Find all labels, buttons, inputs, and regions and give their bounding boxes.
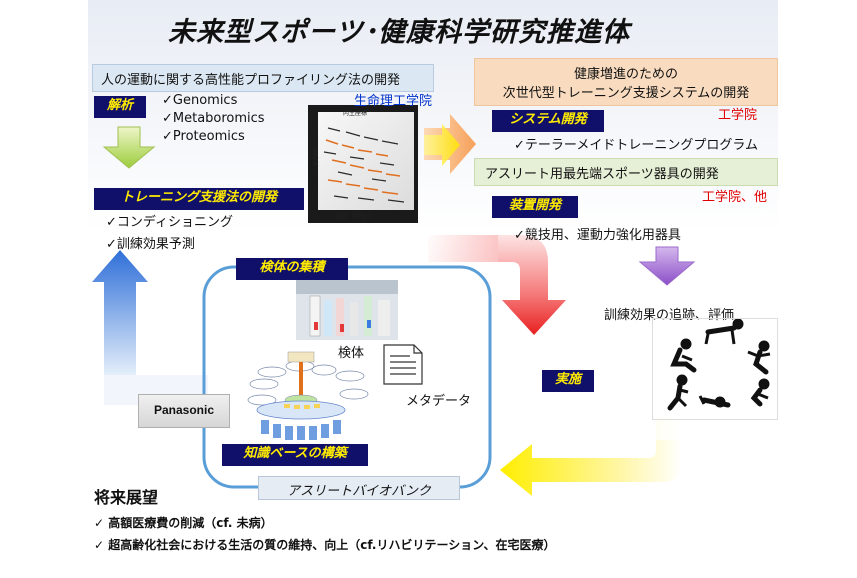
omics-list: ✓Genomics ✓Metaboromics ✓Proteomics: [162, 92, 265, 146]
omics-item-metaboromics: ✓Metaboromics: [162, 111, 265, 126]
biobank-label: アスリートバイオバンク: [287, 484, 431, 499]
kogakuin-label: 工学院: [718, 108, 758, 123]
panasonic-logo-box: Panasonic: [138, 394, 230, 428]
biobank-label-box: アスリートバイオバンク: [258, 476, 460, 500]
training-support-badge: トレーニング支援法の開発: [94, 188, 304, 210]
training-item-prediction: ✓訓練効果予測: [106, 237, 195, 252]
profiling-header-box: 人の運動に関する高性能プロファイリング法の開発: [92, 64, 434, 92]
training-system-header-box: 健康増進のための 次世代型トレーニング支援システムの開発: [474, 58, 778, 106]
2d-gel-image: [308, 105, 418, 223]
specimen-collection-badge: 検体の集積: [236, 258, 348, 280]
future-item-medical-cost: ✓ 高額医療費の削減（cf. 未病）: [94, 516, 273, 530]
blue-up-arrow: [92, 250, 208, 405]
tracking-label: 訓練効果の追跡、評価: [604, 308, 735, 323]
analysis-badge: 解析: [94, 96, 146, 118]
training-system-header-line1: 健康増進のための: [573, 67, 678, 82]
training-items-list: ✓コンディショニング ✓訓練効果予測: [106, 212, 233, 256]
purple-down-arrow: [638, 246, 696, 286]
gel-label-side: 分子量: [311, 148, 318, 166]
profiling-header-text: 人の運動に関する高性能プロファイリング法の開発: [101, 73, 401, 88]
figure-lying: [698, 395, 731, 408]
gel-label-top: 丙生座標: [343, 110, 368, 117]
diagram-graphics: [92, 105, 771, 496]
device-item: ✓競技用、運動力強化用器具: [514, 228, 681, 243]
seimei-label: 生命理工学院: [354, 94, 433, 109]
omics-item-proteomics: ✓Proteomics: [162, 129, 245, 144]
knowledge-base-diagram: [247, 351, 369, 440]
jisshi-badge: 実施: [542, 370, 594, 392]
stick-figures-panel: [652, 318, 778, 420]
equipment-header-text: アスリート用最先端スポーツ器具の開発: [485, 167, 719, 182]
knowledge-base-badge: 知識ベースの構築: [222, 444, 368, 466]
system-dev-badge: システム開発: [492, 110, 604, 132]
future-item-quality-of-life: ✓ 超高齢化社会における生活の質の維持、向上（cf.リハビリテーション、在宅医療…: [94, 538, 556, 552]
figure-pushup: [704, 318, 744, 345]
training-system-header-line2: 次世代型トレーニング支援システムの開発: [502, 86, 750, 101]
future-list: ✓ 高額医療費の削減（cf. 未病） ✓ 超高齢化社会における生活の質の維持、向…: [94, 512, 556, 556]
future-title: 将来展望: [94, 488, 159, 507]
gel-label-bottom: 電荷（等電点）: [336, 213, 379, 220]
device-dev-badge: 装置開発: [492, 196, 578, 218]
panasonic-logo: Panasonic: [153, 403, 215, 417]
yellow-right-arrow: [424, 124, 460, 166]
slide: 未来型スポーツ･健康科学研究推進体 人の運動に関する高性能プロファイリング法の開…: [88, 0, 778, 578]
figure-crouching: [750, 378, 770, 407]
metadata-label: メタデータ: [406, 394, 472, 409]
kogakuin-etc-label: 工学院、他: [702, 190, 768, 205]
figure-jumping: [747, 340, 771, 375]
page-title: 未来型スポーツ･健康科学研究推進体: [168, 17, 630, 48]
system-item: ✓テーラーメイドトレーニングプログラム: [514, 138, 758, 153]
omics-item-genomics: ✓Genomics: [162, 93, 238, 108]
equipment-header-box: アスリート用最先端スポーツ器具の開発: [474, 158, 778, 186]
stick-figures: [667, 318, 771, 411]
figure-running: [667, 374, 689, 411]
training-item-conditioning: ✓コンディショニング: [106, 215, 233, 230]
yellow-return-arrow: [500, 418, 682, 496]
figure-sitting: [670, 338, 697, 373]
document-icon: [383, 344, 423, 385]
green-down-arrow: [102, 126, 156, 169]
specimen-label: 検体: [338, 346, 365, 361]
red-bent-arrow: [428, 235, 566, 335]
specimen-photo: [296, 280, 398, 340]
